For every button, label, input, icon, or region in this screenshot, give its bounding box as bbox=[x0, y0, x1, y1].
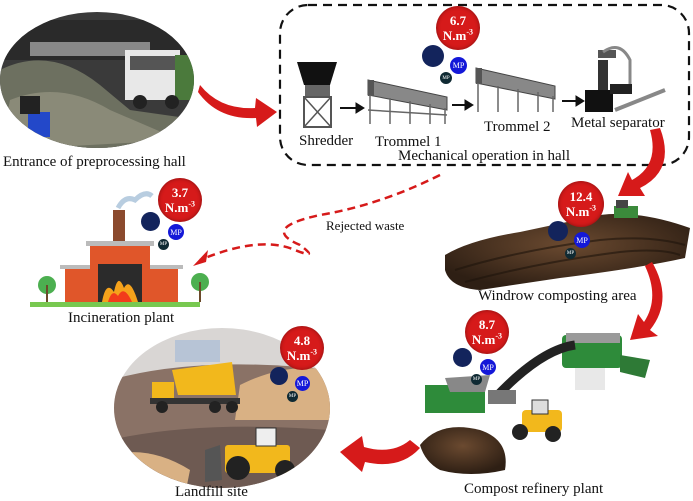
microplastic-small-icon: MP bbox=[471, 374, 482, 385]
microplastic-small-icon: MP bbox=[158, 239, 169, 250]
entrance-photo bbox=[0, 12, 194, 148]
trommel-1-label: Trommel 1 bbox=[375, 134, 442, 150]
trommel-1-machine bbox=[367, 79, 448, 124]
incineration-concentration-badge: 3.7 N.m-3 bbox=[158, 178, 202, 222]
metal-separator-machine bbox=[585, 46, 666, 112]
arrow-hall-to-windrow bbox=[618, 128, 665, 196]
compost-refinery-label: Compost refinery plant bbox=[464, 481, 604, 497]
microplastic-small-icon: MP bbox=[565, 248, 576, 259]
windrow-label: Windrow composting area bbox=[478, 288, 637, 304]
arrow-entrance-to-hall bbox=[198, 85, 277, 127]
arrow-windrow-to-refinery bbox=[630, 262, 663, 340]
shredder-machine bbox=[297, 62, 337, 128]
entrance-label: Entrance of preprocessing hall bbox=[3, 154, 186, 170]
metal-separator-label: Metal separator bbox=[571, 115, 665, 131]
incineration-plant-illustration bbox=[30, 191, 209, 307]
mechanical-concentration-badge: 6.7 N.m-3 bbox=[436, 6, 480, 50]
microplastic-fiber-icon bbox=[141, 212, 160, 231]
microplastic-icon: MP bbox=[480, 359, 496, 375]
microplastic-icon: MP bbox=[168, 224, 184, 240]
landfill-concentration-badge: 4.8 N.m-3 bbox=[280, 326, 324, 370]
compost-turner-machine bbox=[614, 200, 638, 218]
microplastic-small-icon: MP bbox=[287, 391, 298, 402]
microplastic-icon: MP bbox=[295, 376, 310, 391]
mechanical-hall-boundary bbox=[278, 3, 691, 167]
microplastic-icon: MP bbox=[450, 57, 467, 74]
rejected-waste-arrow bbox=[199, 173, 441, 262]
arrow-refinery-to-landfill bbox=[340, 436, 420, 472]
trommel-2-machine bbox=[475, 67, 556, 112]
windrow-concentration-badge: 12.4 N.m-3 bbox=[558, 181, 604, 227]
rejected-waste-arrowhead bbox=[193, 250, 208, 266]
process-arrows bbox=[340, 95, 585, 114]
microplastic-small-icon: MP bbox=[440, 72, 452, 84]
trommel-2-label: Trommel 2 bbox=[484, 119, 551, 135]
microplastic-fiber-icon bbox=[422, 45, 444, 67]
shredder-label: Shredder bbox=[299, 133, 354, 149]
microplastic-fiber-icon bbox=[453, 348, 472, 367]
incineration-label: Incineration plant bbox=[68, 310, 175, 326]
rejected-waste-label: Rejected waste bbox=[326, 218, 405, 233]
mechanical-operation-label: Mechanical operation in hall bbox=[398, 148, 571, 164]
landfill-label: Landfill site bbox=[175, 484, 248, 500]
microplastic-icon: MP bbox=[574, 232, 590, 248]
microplastic-fiber-icon bbox=[270, 367, 288, 385]
refinery-concentration-badge: 8.7 N.m-3 bbox=[465, 310, 509, 354]
microplastic-fiber-icon bbox=[548, 221, 568, 241]
